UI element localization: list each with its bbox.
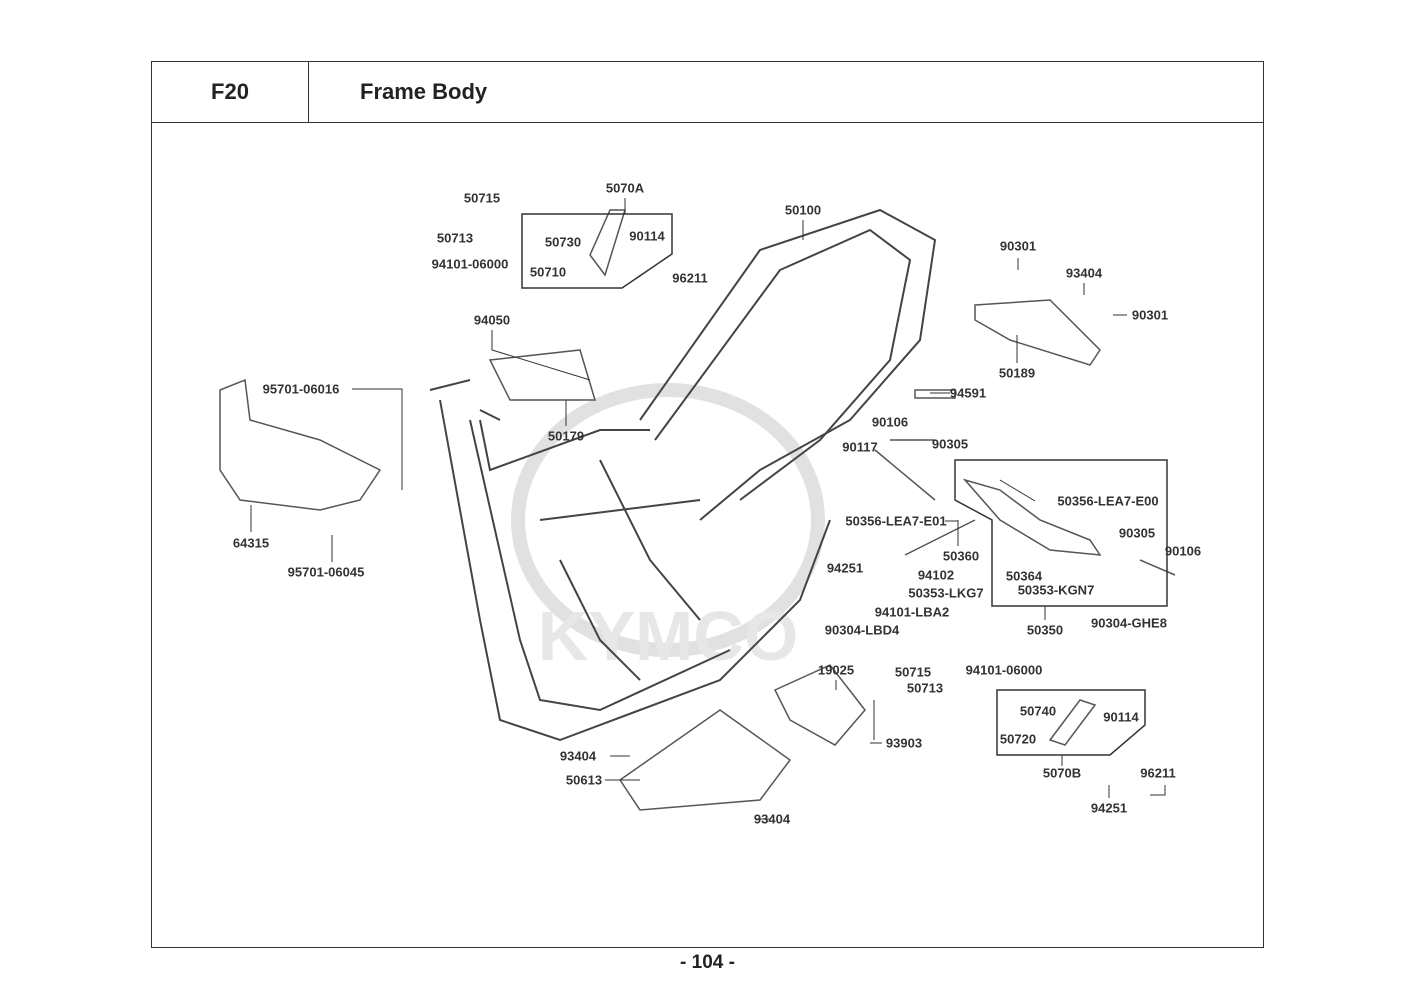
part-label: 50715 [463,190,501,206]
part-label: 50364 [1005,568,1043,584]
page-number: - 104 - [680,952,735,973]
part-label: 93903 [885,735,923,751]
part-label: 94102 [917,567,955,583]
part-label: 93404 [559,748,597,764]
part-label: 50360 [942,548,980,564]
part-label: 50713 [906,680,944,696]
group-label: 50350 [1026,622,1064,638]
group-boxes [521,213,1168,756]
part-label: 90106 [1164,543,1202,559]
part-label: 50715 [894,664,932,680]
part-label: 50356-LEA7-E00 [1057,493,1159,509]
part-label: 90114 [629,228,665,244]
leader-lines [250,198,1166,820]
part-drawings [219,209,1176,811]
part-label: 94251 [826,560,864,576]
part-label: 94101-06000 [431,256,509,272]
part-label: 50353-KGN7 [1017,582,1095,598]
part-label: 50730 [544,234,582,250]
part-label: 90106 [871,414,909,430]
part-label: 94050 [473,312,511,328]
part-label: 90301 [1131,307,1169,323]
part-label: 90117 [842,439,878,455]
part-label: 90304-LBD4 [824,622,900,638]
group-label: 5070A [605,180,645,196]
part-label: 50100 [784,202,822,218]
part-label: 95701-06045 [287,564,365,580]
part-label: 64315 [232,535,270,551]
part-label: 50713 [436,230,474,246]
part-label: 94251 [1090,800,1128,816]
part-label: 50189 [998,365,1036,381]
section-code: F20 [151,61,309,122]
part-label: 50710 [529,264,567,280]
part-label: 96211 [1140,765,1176,781]
diagram-frame [151,122,1264,948]
part-label: 90305 [1118,525,1156,541]
part-label: 94101-06000 [965,662,1043,678]
part-label: 90304-GHE8 [1091,615,1167,631]
main-frame-drawing [429,208,937,742]
watermark-text: KYMCO [538,597,799,675]
part-label: 90301 [999,238,1037,254]
part-label: 94101-LBA2 [874,604,950,620]
part-label: 93404 [1065,265,1103,281]
part-label: 90114 [1103,709,1139,725]
group-label: 5070B [1042,765,1082,781]
kymco-watermark: KYMCO [511,383,825,675]
part-label: 96211 [672,270,708,286]
section-title: Frame Body [309,61,1264,122]
part-label: 95701-06016 [262,381,340,397]
part-label: 50720 [999,731,1037,747]
part-label: 50353-LKG7 [908,585,984,601]
part-label: 50179 [547,428,585,444]
part-label: 93404 [753,811,791,827]
part-label: 19025 [817,662,855,678]
part-label: 50613 [565,772,603,788]
part-label: 94591 [949,385,987,401]
part-label: 50740 [1019,703,1057,719]
part-label: 50356-LEA7-E01 [845,513,947,529]
part-label: 90305 [931,436,969,452]
